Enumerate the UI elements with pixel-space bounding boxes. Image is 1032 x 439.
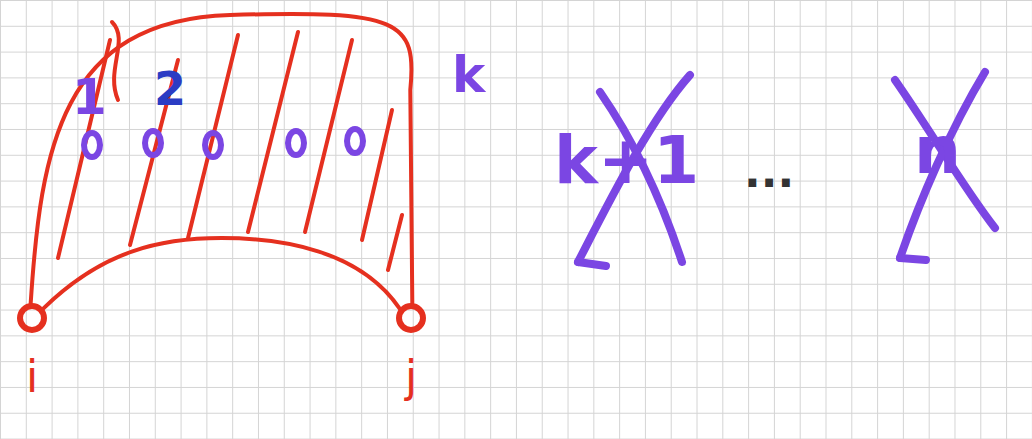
hatch-line [362, 110, 392, 240]
vertex-dot [347, 129, 363, 153]
vertex-dot [288, 131, 304, 155]
vertex-dot [84, 133, 100, 157]
hatching [58, 22, 402, 270]
hatch-line [112, 22, 119, 100]
vertex-circle: j [396, 303, 426, 333]
vertex-dots [84, 129, 363, 157]
vertex-label: j [405, 355, 417, 399]
handwritten-label: k [450, 50, 487, 100]
region-boundary [31, 14, 413, 303]
hatch-line [188, 35, 238, 238]
cross-line [578, 262, 606, 266]
vertex-dot [205, 133, 221, 157]
handwritten-label: k+1 [552, 128, 701, 194]
region-boundary [43, 238, 399, 308]
handwritten-label: 1 [70, 72, 109, 122]
vertex-label: i [26, 355, 38, 399]
cross-line [900, 258, 926, 260]
handwritten-label: n [912, 118, 963, 184]
hatch-line [388, 215, 402, 270]
vertex-circle: i [17, 303, 47, 333]
handwritten-label: ... [742, 150, 796, 194]
cross-line [900, 72, 985, 258]
hatch-line [58, 40, 110, 258]
handwritten-label: 2 [152, 66, 188, 112]
vertex-dot [145, 131, 161, 155]
cross-line [895, 80, 995, 228]
